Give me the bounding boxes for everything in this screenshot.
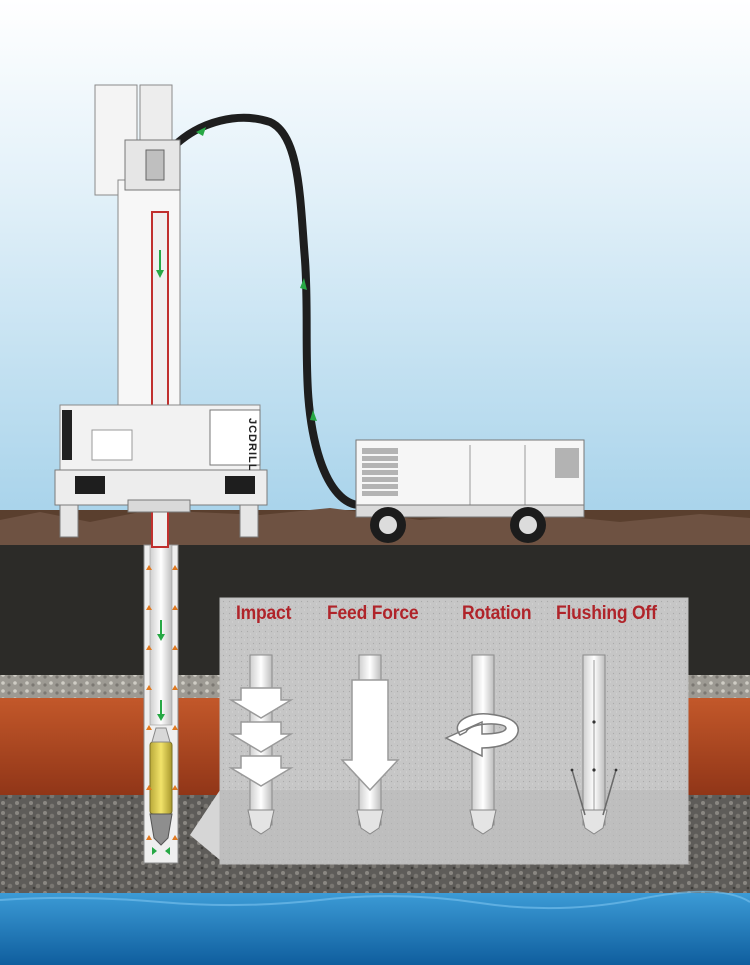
borehole: [143, 544, 179, 864]
rotation-illustration: [444, 654, 519, 835]
stage-label-flushing-off: Flushing Off: [556, 603, 657, 624]
drilling-rig: [54, 84, 268, 548]
flushing-off-illustration: [570, 654, 618, 835]
flow-arrow-icon: [196, 127, 317, 421]
rotation-arrow-icon: [444, 713, 519, 758]
dth-hammer: [149, 741, 173, 815]
brand-label: JCDRILL: [246, 418, 258, 472]
stage-label-impact: Impact: [236, 603, 292, 624]
stage-label-rotation: Rotation: [462, 603, 532, 624]
air-compressor: [355, 439, 585, 543]
down-arrow-icon: [340, 679, 400, 792]
air-hose: [168, 113, 364, 509]
impact-illustration: [228, 654, 294, 835]
down-arrow-icon: [157, 620, 165, 721]
down-arrow-icon: [228, 687, 294, 787]
process-panel: [190, 597, 689, 865]
stage-label-feed-force: Feed Force: [327, 603, 419, 624]
drill-bit: [149, 813, 173, 846]
return-flow-arrows: [146, 565, 178, 840]
feed-force-illustration: [340, 654, 400, 835]
water-table: [0, 893, 750, 965]
